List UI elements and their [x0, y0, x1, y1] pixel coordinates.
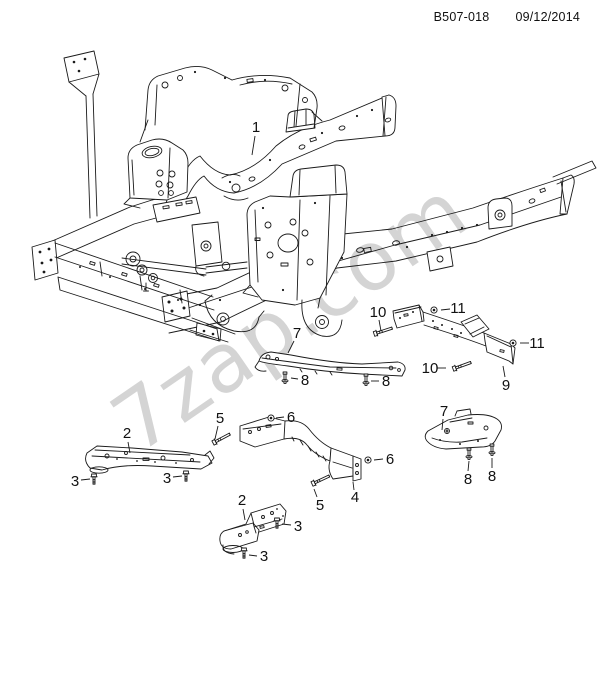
bolt-icon[interactable] [240, 547, 248, 559]
callout-leader-2 [127, 441, 131, 454]
callout-leader-7 [287, 340, 295, 354]
nut-icon[interactable] [267, 414, 275, 422]
nut-icon[interactable] [364, 456, 372, 464]
part-2-bottom-bracket[interactable] [219, 503, 287, 555]
callout-leader-3 [80, 478, 91, 481]
document-number: B507-018 [433, 10, 490, 24]
callout-7[interactable]: 7 [293, 325, 301, 342]
callout-leader-5 [214, 425, 219, 440]
callout-3[interactable]: 3 [71, 473, 79, 490]
callout-leader-3 [281, 523, 292, 526]
callout-1[interactable]: 1 [252, 119, 260, 136]
bolt-long-icon[interactable] [372, 324, 394, 338]
callout-leader-6 [373, 458, 384, 461]
page-header: B507-018 09/12/2014 [434, 10, 580, 24]
nut-icon[interactable] [430, 306, 438, 314]
part-1-frame-assembly[interactable] [31, 50, 597, 343]
callout-3[interactable]: 3 [294, 518, 302, 535]
callout-leader-8 [290, 377, 299, 380]
callout-6[interactable]: 6 [386, 451, 394, 468]
document-date: 09/12/2014 [515, 10, 580, 24]
callout-leader-9 [502, 365, 506, 378]
callout-11[interactable]: 11 [529, 335, 545, 352]
part-7-left-bracket[interactable] [254, 351, 406, 377]
callout-11[interactable]: 11 [450, 300, 466, 317]
part-4-crossmember[interactable] [239, 416, 362, 482]
callout-leader-11 [440, 308, 451, 311]
callout-3[interactable]: 3 [260, 548, 268, 565]
part-9-crossmember[interactable] [392, 304, 516, 365]
callout-leader-3 [248, 554, 258, 557]
callout-leader-8 [467, 460, 470, 472]
callout-leader-6 [275, 416, 285, 419]
stud-icon[interactable] [488, 443, 496, 456]
callout-8[interactable]: 8 [301, 372, 309, 389]
stud-icon[interactable] [465, 447, 473, 460]
bolt-icon[interactable] [90, 473, 98, 485]
callout-10[interactable]: 10 [422, 360, 439, 377]
bolt-long-icon[interactable] [310, 472, 331, 488]
stud-icon[interactable] [362, 373, 370, 386]
part-7-right-bracket[interactable] [424, 408, 502, 450]
callout-10[interactable]: 10 [370, 304, 387, 321]
callout-2[interactable]: 2 [238, 492, 246, 509]
bolt-icon[interactable] [182, 470, 190, 482]
callout-8[interactable]: 8 [488, 468, 496, 485]
callout-5[interactable]: 5 [216, 410, 224, 427]
callout-3[interactable]: 3 [163, 470, 171, 487]
callout-8[interactable]: 8 [464, 471, 472, 488]
nut-icon[interactable] [509, 339, 517, 347]
part-2-left-crossmember[interactable] [85, 445, 215, 474]
callout-leader-7 [441, 418, 444, 431]
callout-6[interactable]: 6 [287, 409, 295, 426]
bolt-long-icon[interactable] [451, 359, 473, 373]
callout-2[interactable]: 2 [123, 425, 131, 442]
bolt-long-icon[interactable] [211, 430, 232, 447]
callout-4[interactable]: 4 [351, 489, 359, 506]
callout-leader-3 [172, 475, 183, 478]
callout-7[interactable]: 7 [440, 403, 448, 420]
callout-leader-5 [313, 488, 318, 498]
callout-8[interactable]: 8 [382, 373, 390, 390]
callout-9[interactable]: 9 [502, 377, 510, 394]
callout-leader-4 [352, 481, 355, 491]
callout-leader-1 [251, 135, 256, 156]
callout-leader-10 [378, 319, 382, 332]
callout-5[interactable]: 5 [316, 497, 324, 514]
callout-leader-2 [242, 508, 246, 521]
